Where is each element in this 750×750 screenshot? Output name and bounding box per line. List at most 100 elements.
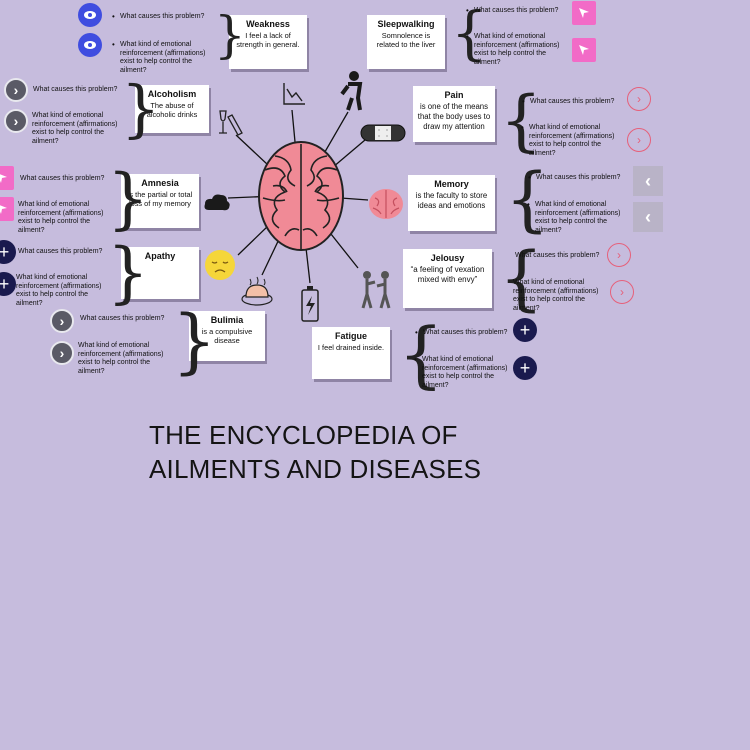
eye-icon <box>84 41 96 49</box>
card-title: Weakness <box>246 19 290 29</box>
question-causes: What causes this problem? <box>515 252 600 259</box>
question-affirmations: What kind of emotional reinforcement (af… <box>521 124 629 158</box>
chevron-right-icon: › <box>13 113 19 129</box>
back-button[interactable]: ‹ <box>633 166 663 196</box>
plus-icon: + <box>519 319 531 340</box>
question-affirmations: What kind of emotional reinforcement (af… <box>513 279 599 312</box>
small-brain-icon <box>369 189 403 219</box>
brace: { <box>499 237 544 319</box>
next-button[interactable]: › <box>610 280 634 304</box>
cursor-icon <box>579 8 589 18</box>
question-affirmations: What kind of emotional reinforcement (af… <box>466 33 574 67</box>
question-affirmations: What kind of emotional reinforcement (af… <box>78 342 164 375</box>
card-fatigue[interactable]: Fatigue I feel drained inside. <box>312 327 390 379</box>
add-button[interactable]: + <box>0 240 16 264</box>
cursor-button[interactable] <box>572 1 596 25</box>
question-affirmations: What kind of emotional reinforcement (af… <box>527 201 631 235</box>
brace: } <box>121 72 161 145</box>
page-title-line-2: AILMENTS AND DISEASES <box>149 454 482 484</box>
next-button[interactable]: › <box>627 128 651 152</box>
cursor-button[interactable] <box>572 38 596 62</box>
cursor-button[interactable] <box>0 166 14 190</box>
card-amnesia[interactable]: Amnesia is the partial or total loss of … <box>121 174 199 228</box>
card-alcoholism[interactable]: Alcoholism The abuse of alcoholic drinks <box>135 85 209 133</box>
card-description: is a compulsive disease <box>201 327 253 345</box>
question-causes: What causes this problem? <box>18 248 103 255</box>
brain-icon <box>258 141 344 251</box>
card-sleepwalking[interactable]: Sleepwalking Somnolence is related to th… <box>367 15 445 69</box>
brace: } <box>107 234 149 311</box>
card-title: Apathy <box>144 251 176 261</box>
low-battery-icon <box>301 286 319 322</box>
add-button[interactable]: + <box>513 318 537 342</box>
next-button[interactable]: › <box>4 109 28 133</box>
card-title: Jelousy <box>430 253 465 263</box>
question-causes: What causes this problem? <box>112 13 220 22</box>
question-causes: What causes this problem? <box>466 7 574 16</box>
card-description: is the partial or total loss of my memor… <box>127 190 193 208</box>
card-description: “a feeling of vexation mixed with envy” <box>410 265 485 284</box>
question-affirmations: What kind of emotional reinforcement (af… <box>32 112 118 145</box>
chevron-right-icon: › <box>59 345 65 361</box>
next-button[interactable]: › <box>607 243 631 267</box>
card-apathy[interactable]: Apathy <box>121 247 199 299</box>
question-affirmations: What kind of emotional reinforcement (af… <box>112 41 220 75</box>
chart-icon <box>283 83 305 105</box>
brace: } <box>172 300 217 382</box>
card-description: is one of the means that the body uses t… <box>417 102 491 131</box>
card-weakness[interactable]: Weakness I feel a lack of strength in ge… <box>229 15 307 69</box>
card-description: I feel drained inside. <box>317 343 385 352</box>
sad-face-icon <box>205 250 235 280</box>
chevron-right-icon: › <box>620 285 624 299</box>
question-causes: What causes this problem? <box>415 329 523 338</box>
question-affirmations: What kind of emotional reinforcement (af… <box>16 274 102 307</box>
card-pain[interactable]: Pain is one of the means that the body u… <box>413 86 495 142</box>
question-causes: What causes this problem? <box>80 315 165 322</box>
card-description: The abuse of alcoholic drinks <box>146 101 198 119</box>
plus-icon: + <box>519 357 531 378</box>
page-title-line-1: THE ENCYCLOPEDIA OF <box>149 420 458 450</box>
add-button[interactable]: + <box>0 272 16 296</box>
card-title: Amnesia <box>141 178 179 188</box>
next-button[interactable]: › <box>4 78 28 102</box>
question-causes: What causes this problem? <box>20 175 105 182</box>
card-description: Somnolence is related to the liver <box>376 31 436 49</box>
card-description: I feel a lack of strength in general. <box>236 31 300 49</box>
chevron-right-icon: › <box>617 248 621 262</box>
cursor-icon <box>579 45 589 55</box>
cursor-button[interactable] <box>0 197 14 221</box>
card-bulimia[interactable]: Bulimia is a compulsive disease <box>189 311 265 361</box>
card-memory[interactable]: Memory is the faculty to store ideas and… <box>408 175 495 231</box>
card-title: Pain <box>444 90 464 100</box>
cloud-icon <box>204 194 230 211</box>
card-title: Fatigue <box>334 331 367 341</box>
card-jelousy[interactable]: Jelousy “a feeling of vexation mixed wit… <box>403 249 492 308</box>
plus-icon: + <box>0 241 10 262</box>
wine-icon <box>219 110 243 136</box>
add-button[interactable]: + <box>513 356 537 380</box>
chevron-right-icon: › <box>59 313 65 329</box>
plus-icon: + <box>0 273 10 294</box>
question-affirmations: What kind of emotional reinforcement (af… <box>414 356 518 390</box>
roast-chicken-icon <box>241 276 273 306</box>
question-causes: What causes this problem? <box>528 174 636 183</box>
question-causes: What causes this problem? <box>522 98 630 107</box>
brace: } <box>107 160 149 237</box>
chevron-left-icon: ‹ <box>645 206 651 227</box>
back-button[interactable]: ‹ <box>633 202 663 232</box>
card-title: Memory <box>434 179 469 189</box>
cursor-icon <box>0 174 7 183</box>
sleepwalker-icon <box>340 71 363 111</box>
chevron-right-icon: › <box>13 82 19 98</box>
couple-arguing-icon <box>361 271 391 309</box>
eye-button[interactable] <box>78 3 102 27</box>
chevron-left-icon: ‹ <box>645 170 651 191</box>
question-causes: What causes this problem? <box>33 86 118 93</box>
next-button[interactable]: › <box>50 309 74 333</box>
eye-button[interactable] <box>78 33 102 57</box>
next-button[interactable]: › <box>50 341 74 365</box>
eye-icon <box>84 11 96 19</box>
next-button[interactable]: › <box>627 87 651 111</box>
card-title: Bulimia <box>210 315 244 325</box>
chevron-right-icon: › <box>637 133 641 147</box>
